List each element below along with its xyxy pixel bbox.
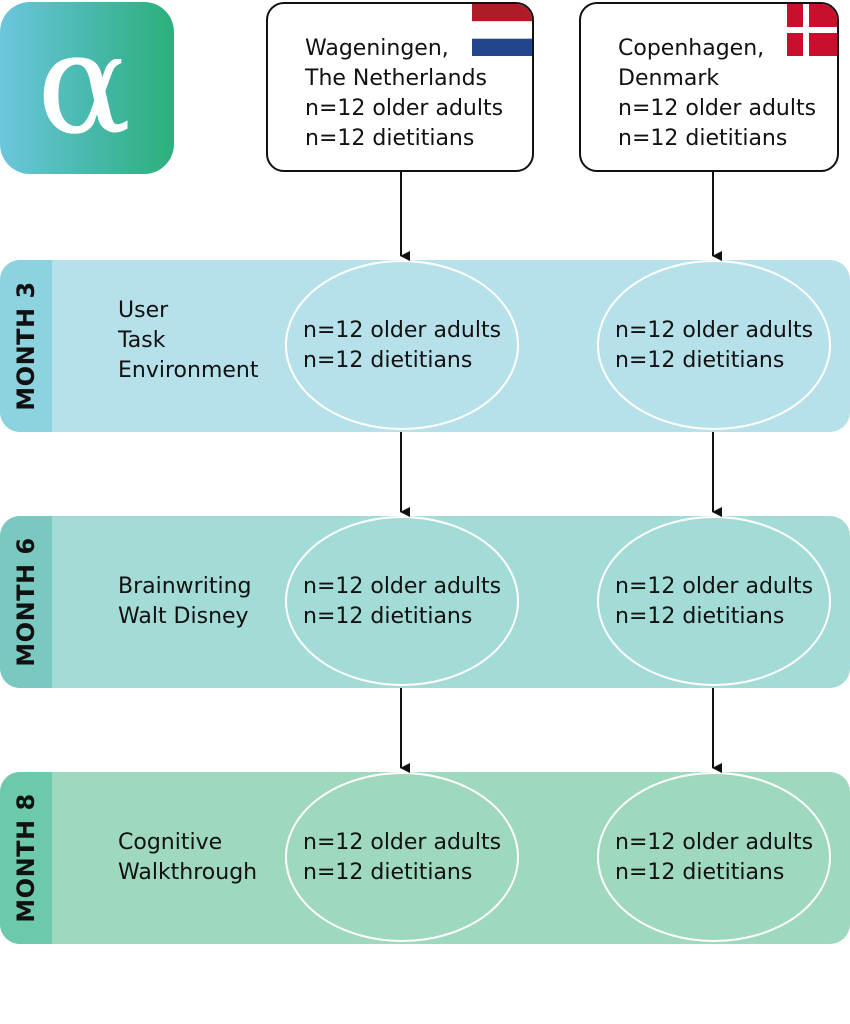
method-item: Cognitive: [118, 830, 223, 855]
phase-methods: User Task Environment: [118, 296, 258, 386]
group-oval-wageningen: n=12 older adults n=12 dietitians: [285, 772, 519, 942]
site-dietitians: n=12 dietitians: [618, 126, 788, 151]
phase-tab: MONTH 6: [0, 516, 52, 688]
group-dietitians: n=12 dietitians: [615, 860, 785, 885]
phase-tab: MONTH 8: [0, 772, 52, 944]
group-dietitians: n=12 dietitians: [303, 348, 473, 373]
method-item: User: [118, 298, 169, 323]
group-older-adults: n=12 older adults: [615, 830, 814, 855]
phase-label: MONTH 6: [12, 537, 40, 667]
group-oval-copenhagen: n=12 older adults n=12 dietitians: [597, 516, 831, 686]
group-oval-copenhagen: n=12 older adults n=12 dietitians: [597, 260, 831, 430]
group-oval-wageningen: n=12 older adults n=12 dietitians: [285, 260, 519, 430]
site-name-line2: Denmark: [618, 66, 720, 91]
group-older-adults: n=12 older adults: [303, 318, 502, 343]
group-dietitians: n=12 dietitians: [615, 348, 785, 373]
denmark-flag-icon: [787, 4, 837, 56]
group-older-adults: n=12 older adults: [303, 574, 502, 599]
phase-label: MONTH 8: [12, 793, 40, 923]
method-item: Walt Disney: [118, 604, 249, 629]
phase-label: MONTH 3: [12, 281, 40, 411]
site-box-wageningen: Wageningen, The Netherlands n=12 older a…: [266, 2, 534, 172]
group-older-adults: n=12 older adults: [615, 574, 814, 599]
logo-glyph: α: [37, 3, 132, 166]
group-older-adults: n=12 older adults: [615, 318, 814, 343]
site-older-adults: n=12 older adults: [305, 96, 504, 121]
site-name-line1: Wageningen,: [305, 36, 449, 61]
site-name-line2: The Netherlands: [305, 66, 488, 91]
netherlands-flag-icon: [472, 4, 532, 56]
method-item: Environment: [118, 358, 259, 383]
method-item: Brainwriting: [118, 574, 252, 599]
phase-month-8: MONTH 8 Cognitive Walkthrough n=12 older…: [0, 772, 850, 944]
site-details: Wageningen, The Netherlands n=12 older a…: [305, 34, 503, 154]
group-older-adults: n=12 older adults: [303, 830, 502, 855]
phase-tab: MONTH 3: [0, 260, 52, 432]
alpha-logo: α: [0, 2, 174, 174]
phase-month-6: MONTH 6 Brainwriting Walt Disney n=12 ol…: [0, 516, 850, 688]
phase-methods: Brainwriting Walt Disney: [118, 572, 251, 632]
site-older-adults: n=12 older adults: [618, 96, 817, 121]
site-name-line1: Copenhagen,: [618, 36, 765, 61]
group-dietitians: n=12 dietitians: [303, 860, 473, 885]
phase-methods: Cognitive Walkthrough: [118, 828, 257, 888]
site-box-copenhagen: Copenhagen, Denmark n=12 older adults n=…: [579, 2, 839, 172]
group-dietitians: n=12 dietitians: [303, 604, 473, 629]
group-oval-wageningen: n=12 older adults n=12 dietitians: [285, 516, 519, 686]
site-details: Copenhagen, Denmark n=12 older adults n=…: [618, 34, 816, 154]
phase-month-3: MONTH 3 User Task Environment n=12 older…: [0, 260, 850, 432]
method-item: Walkthrough: [118, 860, 258, 885]
site-dietitians: n=12 dietitians: [305, 126, 475, 151]
group-dietitians: n=12 dietitians: [615, 604, 785, 629]
method-item: Task: [118, 328, 166, 353]
alpha-glyph-icon: α: [37, 3, 132, 166]
group-oval-copenhagen: n=12 older adults n=12 dietitians: [597, 772, 831, 942]
